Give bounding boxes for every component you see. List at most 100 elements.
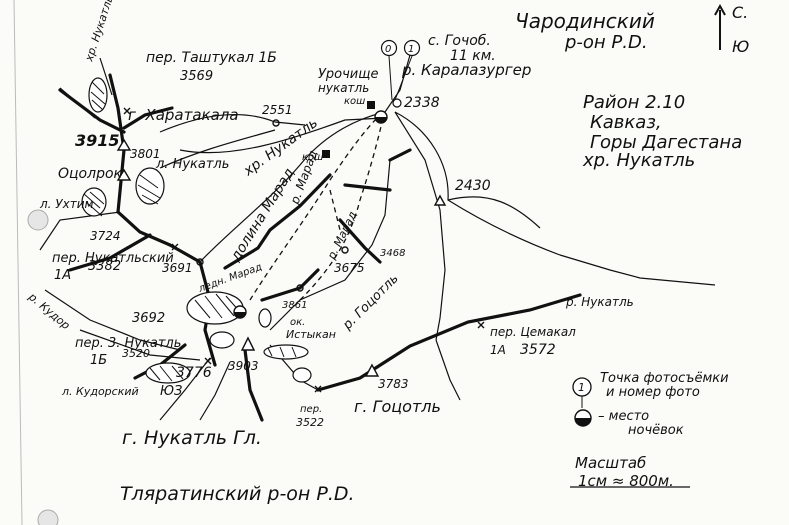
label-lkudorsky: л. Кудорский — [61, 385, 139, 398]
glacier-ukhtim — [81, 187, 107, 217]
compass — [714, 3, 726, 50]
label-tashtukal-h: 3569 — [180, 69, 213, 84]
label-per-nukatlsky-cat: 1А — [54, 268, 71, 283]
label-nukatl-peak: г. Нукатль Гл. — [122, 427, 262, 449]
region-line4: хр. Нукатль — [582, 150, 695, 171]
punch-hole — [37, 509, 59, 525]
ridge-3724 — [116, 210, 172, 247]
photo-point-1 — [403, 39, 421, 57]
peak-3903 — [240, 336, 256, 351]
ridge-marad-n — [223, 173, 332, 270]
photo-markers — [380, 39, 421, 101]
glacier-small-d — [258, 308, 272, 328]
river-karalazurger — [384, 54, 411, 113]
label-3691: 3691 — [162, 261, 193, 275]
stream-n — [99, 57, 113, 96]
ridge-spur-a — [343, 183, 392, 192]
label-lkudorsky-code: ЮЗ — [160, 384, 182, 399]
kosh-building — [367, 101, 375, 109]
label-ok: ок. — [290, 317, 305, 328]
label-per-3nukatl: пер. 3. Нукатль — [75, 336, 181, 351]
point-3861 — [296, 284, 304, 292]
ridge-east — [394, 111, 716, 286]
peak-3801 — [116, 138, 132, 151]
ridge-3861 — [260, 268, 320, 302]
label-gochob-km: 11 км. — [450, 48, 496, 64]
label-oholrok: Оцолрок — [58, 166, 123, 182]
compass-south-label: Ю — [732, 37, 749, 56]
glacier-kudorsky — [145, 362, 191, 384]
label-per-3522: пер. — [300, 404, 322, 415]
label-2430: 2430 — [455, 178, 491, 194]
river-upper — [159, 113, 306, 133]
label-kosh2: кош — [302, 152, 323, 163]
label-3724: 3724 — [90, 229, 121, 243]
glacier-small-c — [292, 367, 312, 383]
legend-scale-value: 1см ≈ 800м. — [578, 472, 674, 490]
ridge-gocotl — [316, 293, 582, 392]
label-gocotl: г. Гоцотль — [354, 397, 441, 416]
trail-line — [179, 117, 386, 154]
pass-markers — [123, 107, 485, 393]
label-lukhtim: л. Ухтим — [39, 197, 94, 211]
label-3801: 3801 — [130, 147, 161, 161]
ridge-spur-b — [388, 148, 412, 162]
label-istykan: Истыкан — [286, 328, 336, 341]
legend-camp-2: ночёвок — [628, 423, 684, 438]
glacier-hatching — [83, 81, 297, 382]
camp-markers — [233, 98, 402, 319]
legend-graphics — [570, 377, 690, 488]
label-per-nukatlsky: пер. Нукатльский — [52, 251, 174, 266]
label-3903: 3903 — [228, 359, 259, 373]
label-tashtukal: пер. Таштукал 1Б — [146, 50, 277, 66]
pass-cemakal — [477, 321, 485, 329]
pass-3nukatl — [204, 357, 212, 365]
photo-marker-1: 1 — [408, 44, 414, 55]
label-3783: 3783 — [378, 377, 409, 391]
label-per-cemakal-h: 3572 — [520, 342, 556, 358]
stream-s2 — [199, 361, 231, 421]
photo-point-0 — [380, 39, 398, 57]
river-gocotl — [269, 159, 391, 331]
stream-3692 — [79, 329, 201, 361]
legend-photo-point: Точка фотосъёмки — [600, 371, 729, 386]
label-2338: 2338 — [404, 95, 440, 111]
label-kosh: кош — [344, 96, 365, 107]
pass-nukatlsky — [171, 243, 179, 251]
river-kudor — [44, 289, 181, 351]
label-per-3nukatl-cat: 1Б — [90, 353, 107, 368]
river-east-low — [435, 339, 461, 401]
label-per-nukatlsky-h: 3382 — [88, 259, 121, 274]
route-gocotl — [299, 117, 384, 301]
label-karalazurger: р. Каралазургер — [401, 61, 531, 79]
label-per-3nukatl-h: 3520 — [122, 347, 150, 360]
pass-3522 — [314, 385, 322, 393]
peak-3783 — [364, 363, 380, 377]
label-3675: 3675 — [334, 261, 365, 275]
stream-s1 — [159, 357, 211, 421]
glacier-small-a — [209, 331, 235, 349]
ridge-east-2 — [447, 196, 541, 229]
legend-scale-title: Масштаб — [575, 454, 646, 472]
label-per-3522-h: 3522 — [296, 416, 324, 429]
glacier-marad — [186, 291, 244, 325]
route-marad — [249, 114, 381, 301]
river-east — [394, 111, 446, 341]
river-nukatl — [159, 129, 276, 169]
glacier-small-b — [263, 344, 309, 360]
glacier-nw — [88, 77, 108, 113]
paper-edge — [13, 0, 23, 525]
label-3915: 3915 — [75, 131, 120, 150]
north-arrow-icon — [714, 3, 726, 16]
label-lnukatl: л. Нукатль — [155, 157, 229, 172]
ridge-kharatakala — [122, 106, 174, 130]
label-per-cemakal-cat: 1А — [490, 343, 506, 357]
kosh-building — [322, 150, 330, 158]
peak-markers — [116, 138, 447, 377]
region-line2: Кавказ, — [590, 112, 662, 133]
label-per-cemakal: пер. Цемакал — [490, 325, 576, 339]
district-top: Чародинский — [515, 9, 655, 33]
label-bottom-district: Тляратинский р-он Р.D. — [120, 483, 355, 505]
